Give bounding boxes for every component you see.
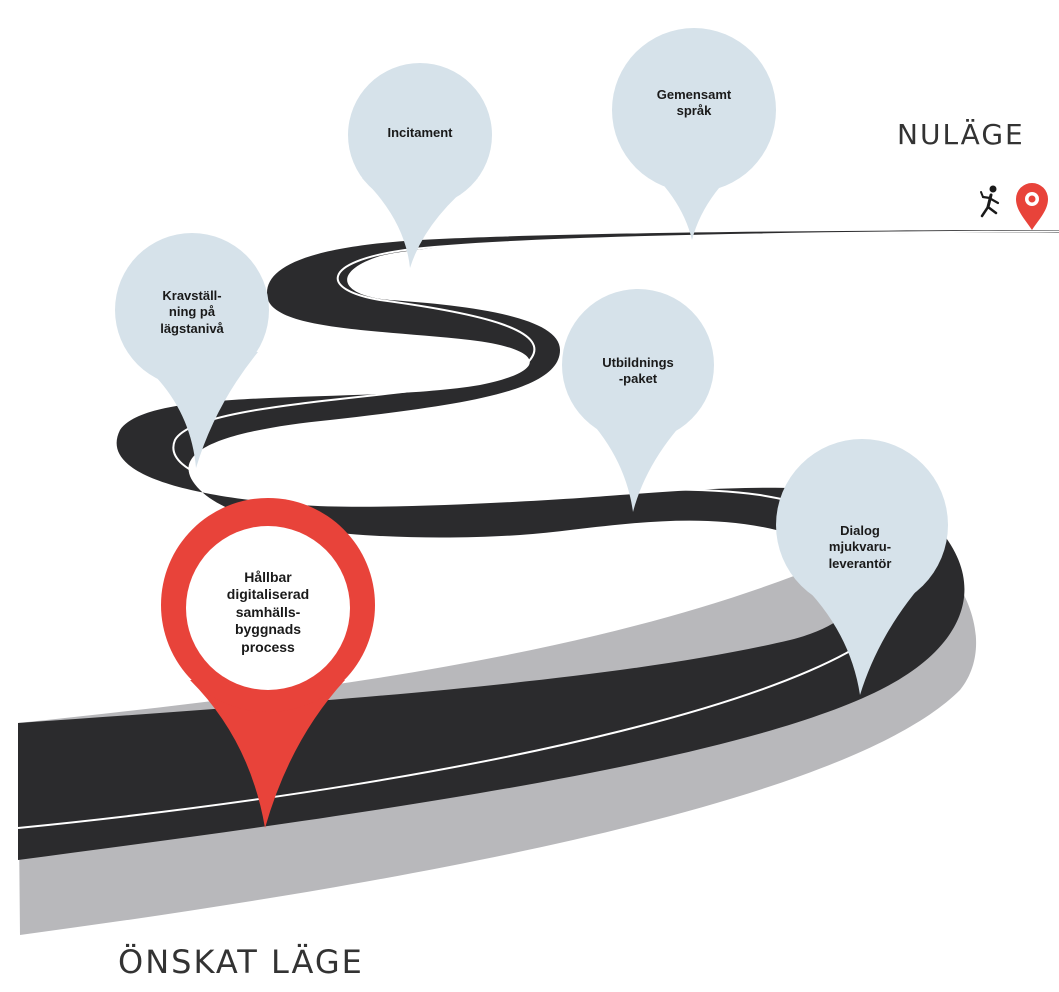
- location-pin-icon: [1016, 183, 1048, 230]
- current-state-label: NULÄGE: [897, 118, 1025, 151]
- target-state-label: ÖNSKAT LÄGE: [118, 943, 364, 981]
- milestone-text-dialog: Dialog mjukvaru- leverantör: [828, 523, 892, 571]
- pin-utbildningspaket: [562, 289, 714, 512]
- pin-kravstallning: [115, 233, 269, 468]
- pin-incitament: [348, 63, 492, 268]
- goal-pin: [161, 498, 375, 828]
- road: [18, 230, 1059, 860]
- pin-gemensamt-sprak: [612, 28, 776, 240]
- milestone-text-incitament: Incitament: [387, 124, 453, 140]
- goal-text: Hållbar digitaliserad samhälls- byggnads…: [226, 568, 310, 655]
- milestone-text-kravstallning: Kravställ- ning på lägstanivå: [160, 288, 224, 336]
- milestone-text-utbildningspaket: Utbildnings -paket: [602, 354, 674, 386]
- pin-dialog: [776, 439, 948, 695]
- running-person-icon: [980, 185, 1000, 218]
- milestone-text-gemensamt-sprak: Gemensamt språk: [656, 86, 732, 118]
